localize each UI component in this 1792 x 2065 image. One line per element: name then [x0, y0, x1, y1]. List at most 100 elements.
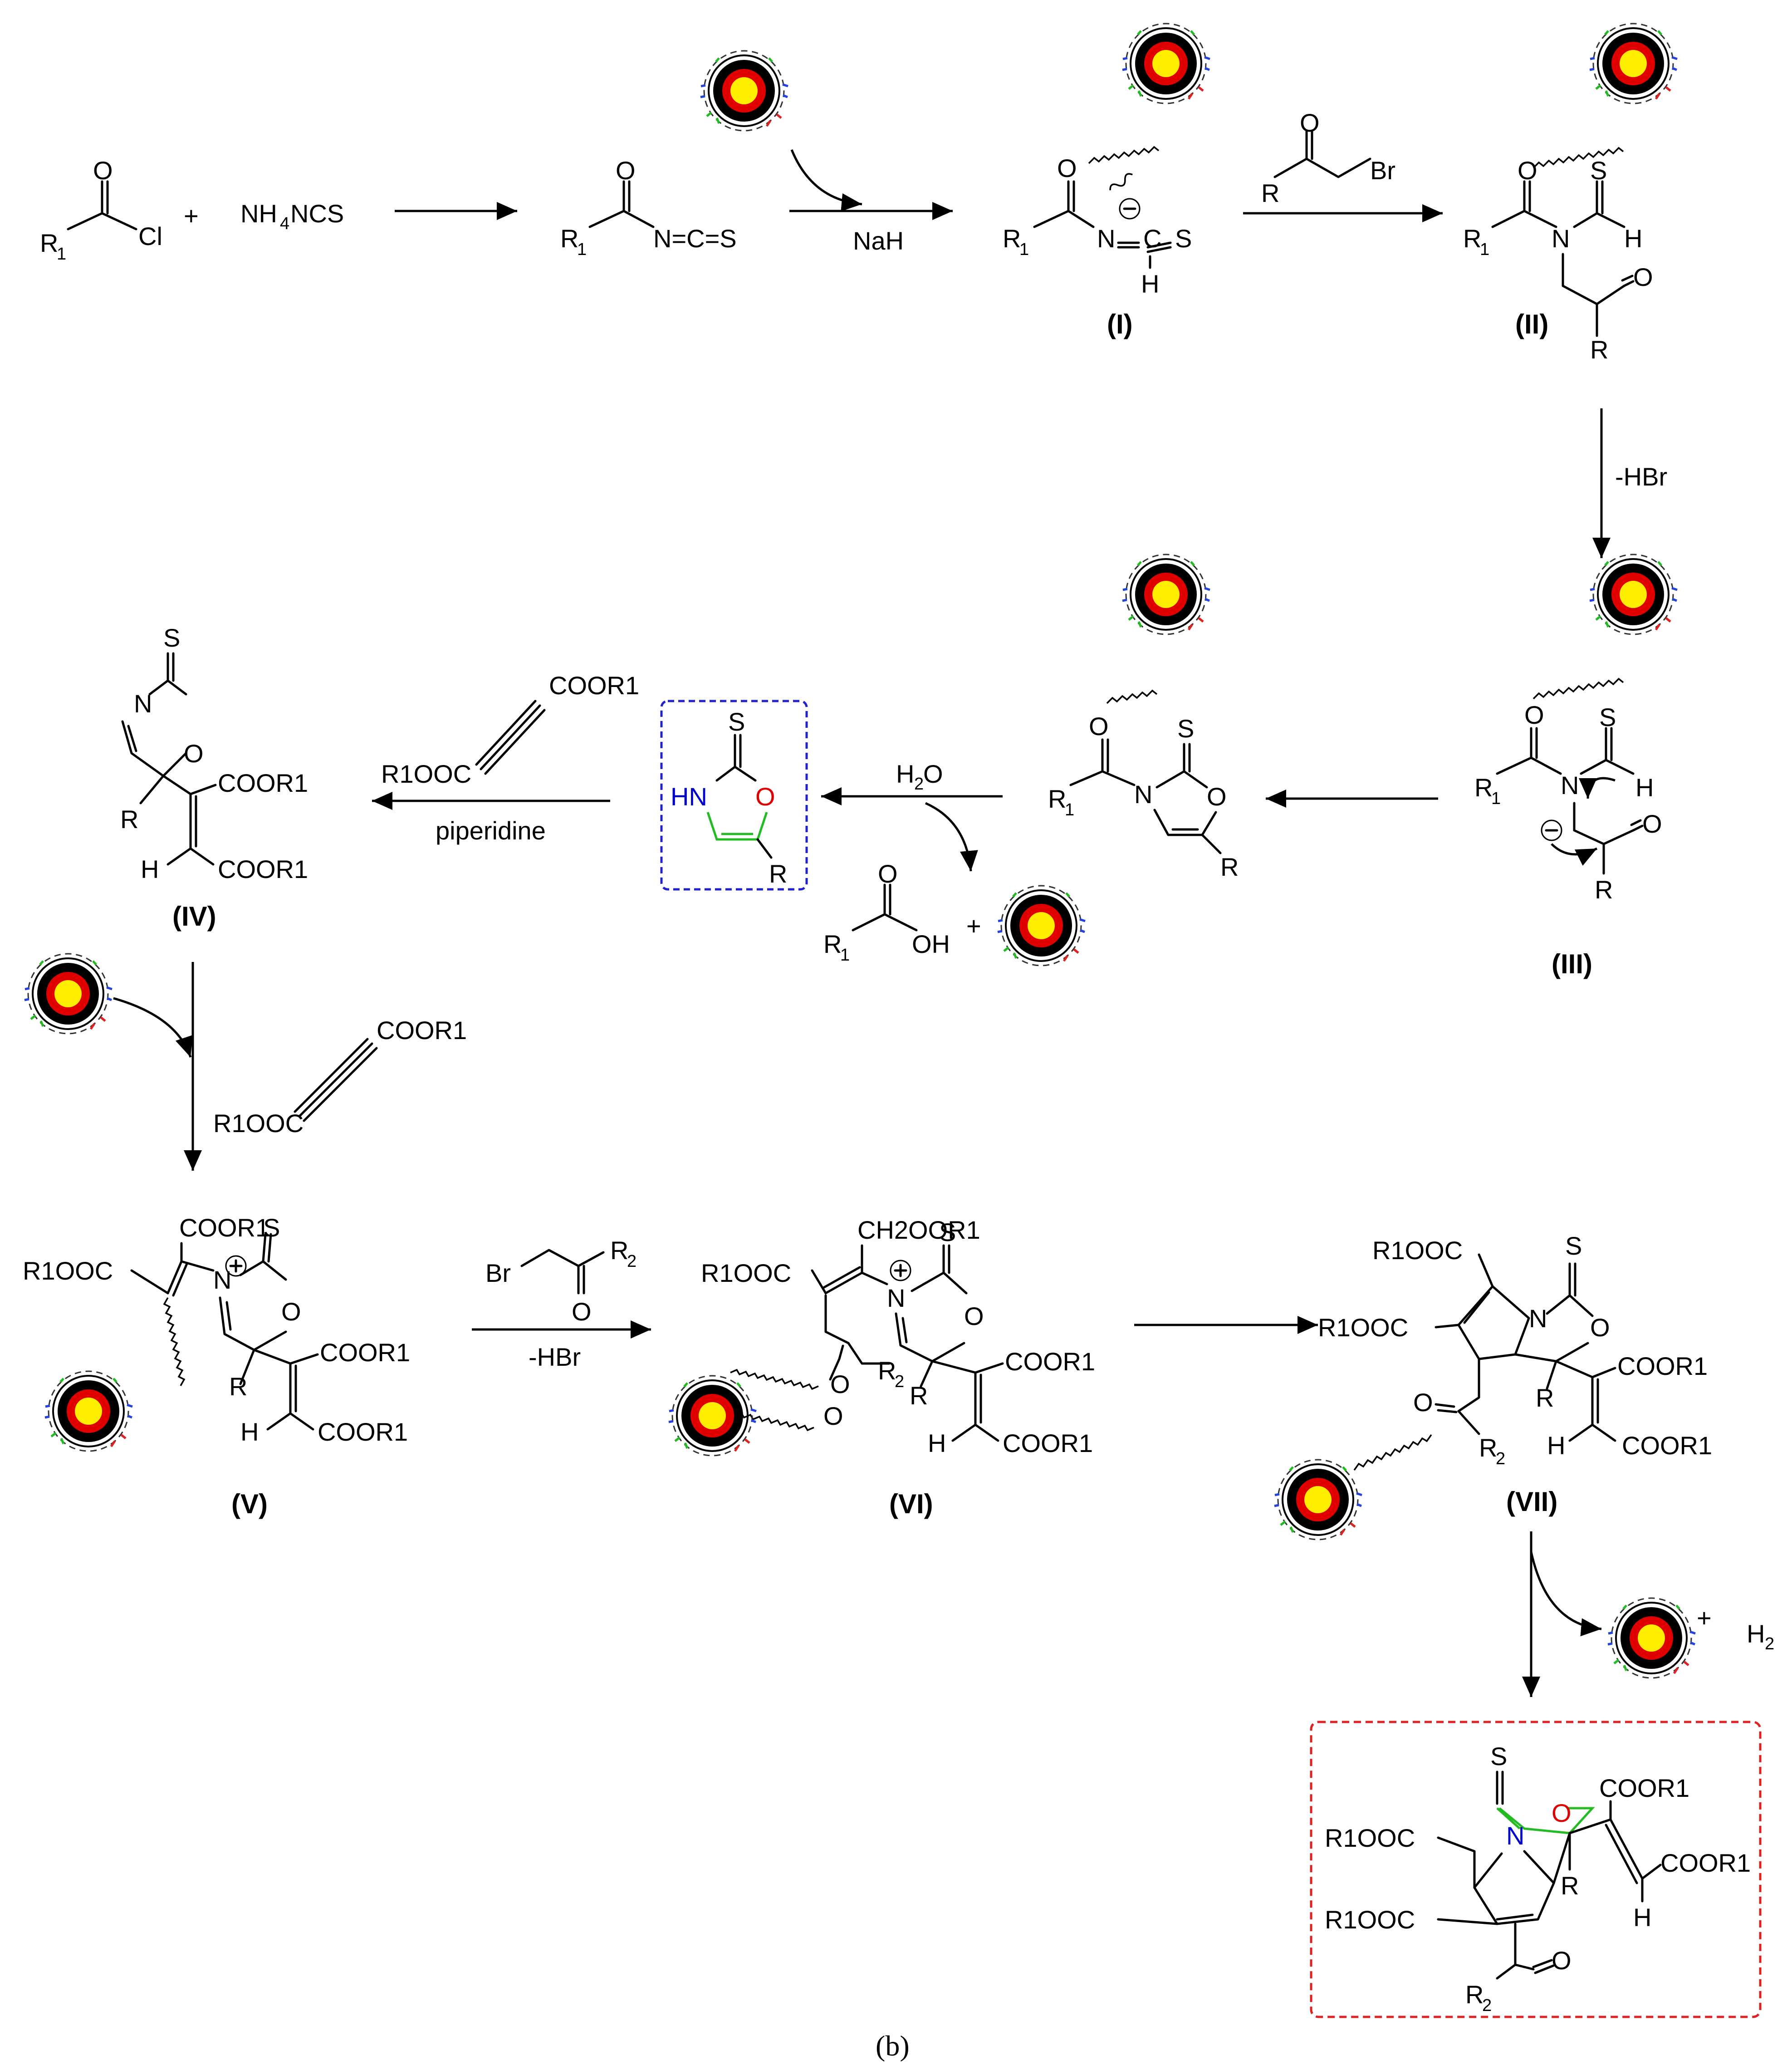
svg-text:R: R [120, 805, 138, 834]
svg-text:4: 4 [280, 214, 289, 233]
svg-text:R1OOC: R1OOC [1318, 1313, 1408, 1342]
svg-text:O: O [823, 1402, 843, 1430]
svg-text:-HBr: -HBr [529, 1343, 581, 1371]
svg-text:COOR1: COOR1 [320, 1338, 410, 1367]
svg-text:S: S [263, 1213, 280, 1242]
svg-text:S: S [1565, 1231, 1582, 1260]
svg-text:O: O [1413, 1388, 1433, 1417]
svg-text:R1OOC: R1OOC [23, 1256, 113, 1285]
svg-text:S: S [1599, 703, 1616, 731]
recovered-catalyst-icon [998, 886, 1085, 966]
svg-text:R: R [1261, 179, 1279, 207]
svg-text:R: R [229, 1372, 247, 1401]
bromoketone-r2-reagent: Br O R 2 [485, 1236, 637, 1326]
svg-text:O: O [1552, 1946, 1572, 1975]
svg-text:(VI): (VI) [889, 1489, 933, 1519]
svg-text:O: O [1057, 154, 1077, 182]
svg-text:COOR1: COOR1 [1622, 1431, 1712, 1460]
svg-text:CH2OOR1: CH2OOR1 [857, 1216, 980, 1244]
svg-text:N: N [134, 689, 152, 718]
svg-text:H: H [141, 855, 159, 883]
svg-text:O: O [572, 1297, 592, 1326]
svg-text:Cl: Cl [138, 222, 162, 250]
svg-text:S: S [939, 1218, 956, 1246]
svg-text:COOR1: COOR1 [1003, 1429, 1093, 1457]
svg-text:COOR1: COOR1 [179, 1213, 269, 1242]
svg-text:N: N [1506, 1821, 1524, 1850]
svg-text:piperidine: piperidine [436, 816, 546, 845]
svg-text:O: O [964, 1302, 984, 1330]
svg-text:N: N [1097, 224, 1115, 253]
svg-text:O: O [878, 859, 898, 888]
svg-text:O: O [755, 782, 775, 811]
svg-text:(IV): (IV) [172, 901, 216, 932]
svg-text:C: C [1143, 224, 1161, 253]
svg-text:R1OOC: R1OOC [701, 1259, 791, 1287]
svg-text:O: O [1300, 108, 1320, 137]
svg-text:R: R [1463, 224, 1481, 253]
svg-text:COOR1: COOR1 [549, 671, 639, 700]
svg-text:O: O [1590, 1313, 1610, 1342]
svg-text:2: 2 [895, 1372, 904, 1391]
plus-sign: + [184, 201, 199, 230]
compound-i: O R 1 N C S H (I) [1003, 24, 1210, 339]
svg-text:COOR1: COOR1 [1005, 1347, 1095, 1376]
catalyst-icon [700, 51, 788, 131]
svg-text:(VII): (VII) [1506, 1486, 1557, 1517]
svg-text:NCS: NCS [290, 199, 344, 228]
svg-text:R: R [40, 229, 58, 257]
svg-text:R: R [1220, 853, 1239, 881]
svg-text:H: H [240, 1418, 259, 1446]
svg-text:HN: HN [671, 782, 707, 811]
hydrogen-byproduct: H 2 [1747, 1619, 1774, 1653]
svg-text:O: O [1524, 701, 1544, 729]
svg-text:S: S [1490, 1742, 1507, 1771]
svg-text:R: R [878, 1356, 896, 1385]
carboxylic-acid: O R 1 OH [823, 859, 950, 965]
svg-text:COOR1: COOR1 [318, 1418, 408, 1446]
svg-text:2: 2 [914, 775, 924, 794]
svg-text:R1OOC: R1OOC [1372, 1236, 1463, 1265]
svg-text:R1OOC: R1OOC [1325, 1905, 1415, 1934]
oxazolethione-intermediate-box: S HN O R [660, 700, 808, 891]
svg-text:O: O [1518, 156, 1537, 185]
svg-text:R: R [1561, 1871, 1579, 1900]
svg-text:1: 1 [1065, 800, 1074, 819]
svg-text:R1OOC: R1OOC [213, 1109, 304, 1138]
svg-text:1: 1 [840, 946, 850, 965]
svg-text:Br: Br [1370, 156, 1395, 185]
svg-text:(I): (I) [1107, 309, 1133, 339]
bound-oxazolethione: O R 1 N S O R [1048, 554, 1239, 881]
svg-text:NaH: NaH [853, 226, 904, 255]
final-product-box: S N O R1OOC R1OOC R COOR1 H COOR1 O R 2 [1310, 1721, 1762, 2018]
svg-text:O: O [923, 760, 943, 788]
svg-text:S: S [728, 707, 745, 736]
svg-text:N: N [1561, 771, 1579, 800]
svg-text:S: S [163, 623, 180, 652]
svg-text:O: O [281, 1297, 301, 1326]
svg-text:2: 2 [627, 1252, 637, 1271]
svg-text:R: R [823, 930, 842, 958]
svg-text:N: N [1552, 224, 1570, 253]
svg-text:-HBr: -HBr [1615, 462, 1667, 491]
svg-text:R1OOC: R1OOC [381, 760, 471, 788]
svg-text:N: N [1529, 1304, 1547, 1333]
svg-text:R: R [1048, 785, 1066, 813]
svg-text:H: H [1633, 1903, 1651, 1932]
svg-text:R: R [910, 1381, 928, 1410]
svg-text:1: 1 [57, 245, 66, 264]
svg-text:R1OOC: R1OOC [1325, 1824, 1415, 1852]
svg-text:H: H [896, 760, 914, 788]
svg-text:+: + [966, 912, 981, 940]
catalyst-icon [24, 954, 112, 1034]
ammonium-thiocyanate: NH 4 NCS [240, 199, 344, 233]
svg-text:2: 2 [1482, 1996, 1492, 2015]
svg-text:S: S [1175, 224, 1192, 253]
bromoketone-reagent: O R Br [1261, 108, 1395, 207]
svg-text:R: R [1479, 1433, 1497, 1462]
svg-text:R: R [1465, 1980, 1484, 2009]
svg-text:(II): (II) [1515, 309, 1548, 339]
svg-text:N: N [887, 1284, 905, 1312]
compound-ii: O R 1 N S H O R (II) [1463, 24, 1677, 364]
